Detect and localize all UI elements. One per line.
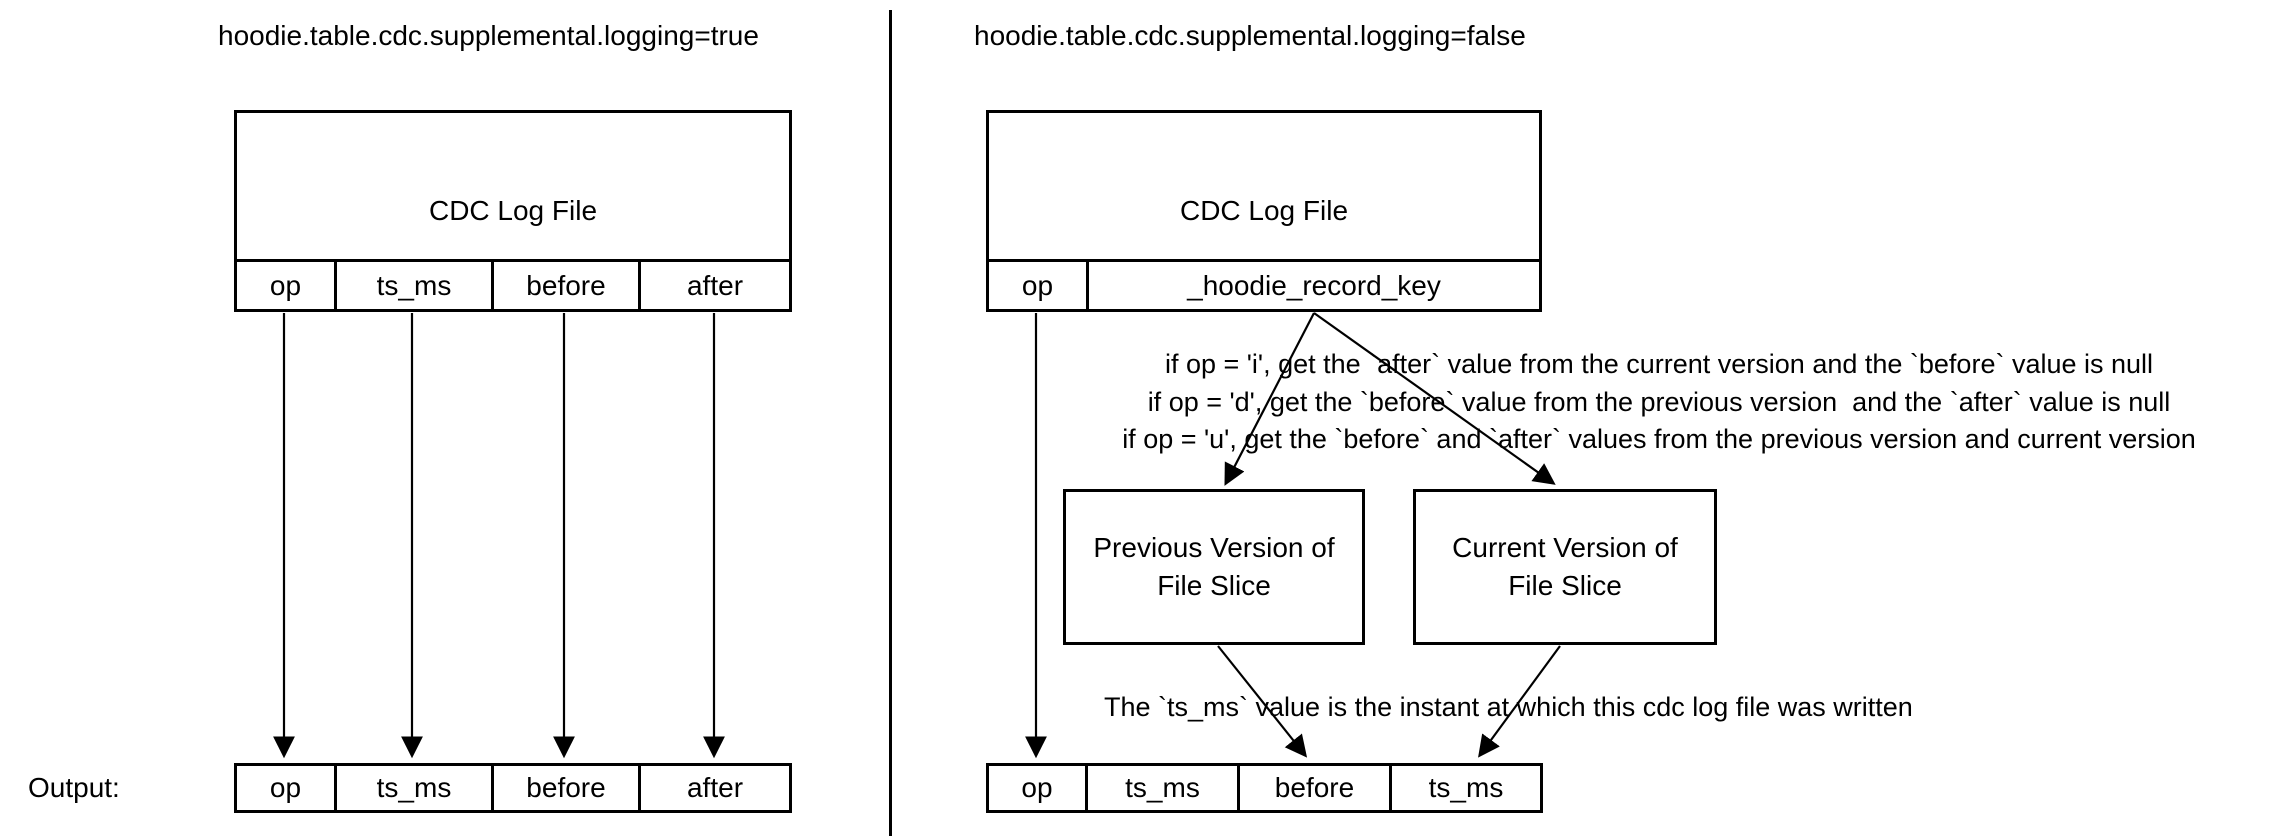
column-cell-after-left: after <box>638 262 789 309</box>
column-cell-ts-ms-left: ts_ms <box>334 262 491 309</box>
column-cell-before-left: before <box>491 262 638 309</box>
previous-version-label-line2: File Slice <box>1157 570 1271 601</box>
ts-ms-note-text: The `ts_ms` value is the instant at whic… <box>1104 692 1913 722</box>
rule-line-delete: if op = 'd', get the `before` value from… <box>1147 386 2171 417</box>
output-cell-ts-ms-2-right: ts_ms <box>1389 766 1540 810</box>
column-cell-op-right: op <box>1021 269 1054 301</box>
output-cells-right: op ts_ms before ts_ms <box>989 766 1540 810</box>
previous-version-label-line1: Previous Version of <box>1093 532 1335 563</box>
output-cell-ts-ms-left: ts_ms <box>334 766 491 810</box>
output-row-left: op ts_ms before after <box>234 763 792 813</box>
output-cell-before-left: before <box>491 766 638 810</box>
rule-line-update: if op = 'u', get the `before` and `after… <box>1122 424 2196 454</box>
cdc-log-file-title-right: CDC Log File <box>1179 195 1349 226</box>
output-cell-op-right: op <box>1021 772 1053 803</box>
cdc-log-file-box-right: CDC Log File op _hoodie_record_key <box>986 110 1542 312</box>
output-cells-left: op ts_ms before after <box>237 766 789 810</box>
left-panel-title: hoodie.table.cdc.supplemental.logging=tr… <box>218 20 759 51</box>
current-version-label-line2: File Slice <box>1508 570 1622 601</box>
column-cell-op-left: op <box>269 269 302 301</box>
cdc-log-file-title-left: CDC Log File <box>428 195 598 226</box>
output-cell-op-left: op <box>269 772 302 803</box>
output-row-right: op ts_ms before ts_ms <box>986 763 1543 813</box>
rule-line-insert: if op = 'i', get the `after` value from … <box>1164 349 2154 379</box>
current-version-file-slice-box: Current Version of File Slice <box>1413 489 1717 645</box>
cdc-columns-row-left: op ts_ms before after <box>237 259 789 309</box>
current-version-label-line1: Current Version of <box>1452 532 1678 563</box>
right-panel-title: hoodie.table.cdc.supplemental.logging=fa… <box>974 20 1526 51</box>
column-cell-hoodie-record-key: _hoodie_record_key <box>1086 262 1539 309</box>
op-rules-text-block: if op = 'i', get the `after` value from … <box>891 346 2278 459</box>
cdc-log-file-box-left: CDC Log File op ts_ms before after <box>234 110 792 312</box>
output-cell-ts-ms-right: ts_ms <box>1085 766 1237 810</box>
output-cell-after-left: after <box>638 766 789 810</box>
panel-divider-line <box>889 10 892 836</box>
output-label: Output: <box>28 772 120 803</box>
previous-version-file-slice-box: Previous Version of File Slice <box>1063 489 1365 645</box>
output-cell-before-right: before <box>1237 766 1389 810</box>
cdc-columns-row-right: op _hoodie_record_key <box>989 259 1539 309</box>
